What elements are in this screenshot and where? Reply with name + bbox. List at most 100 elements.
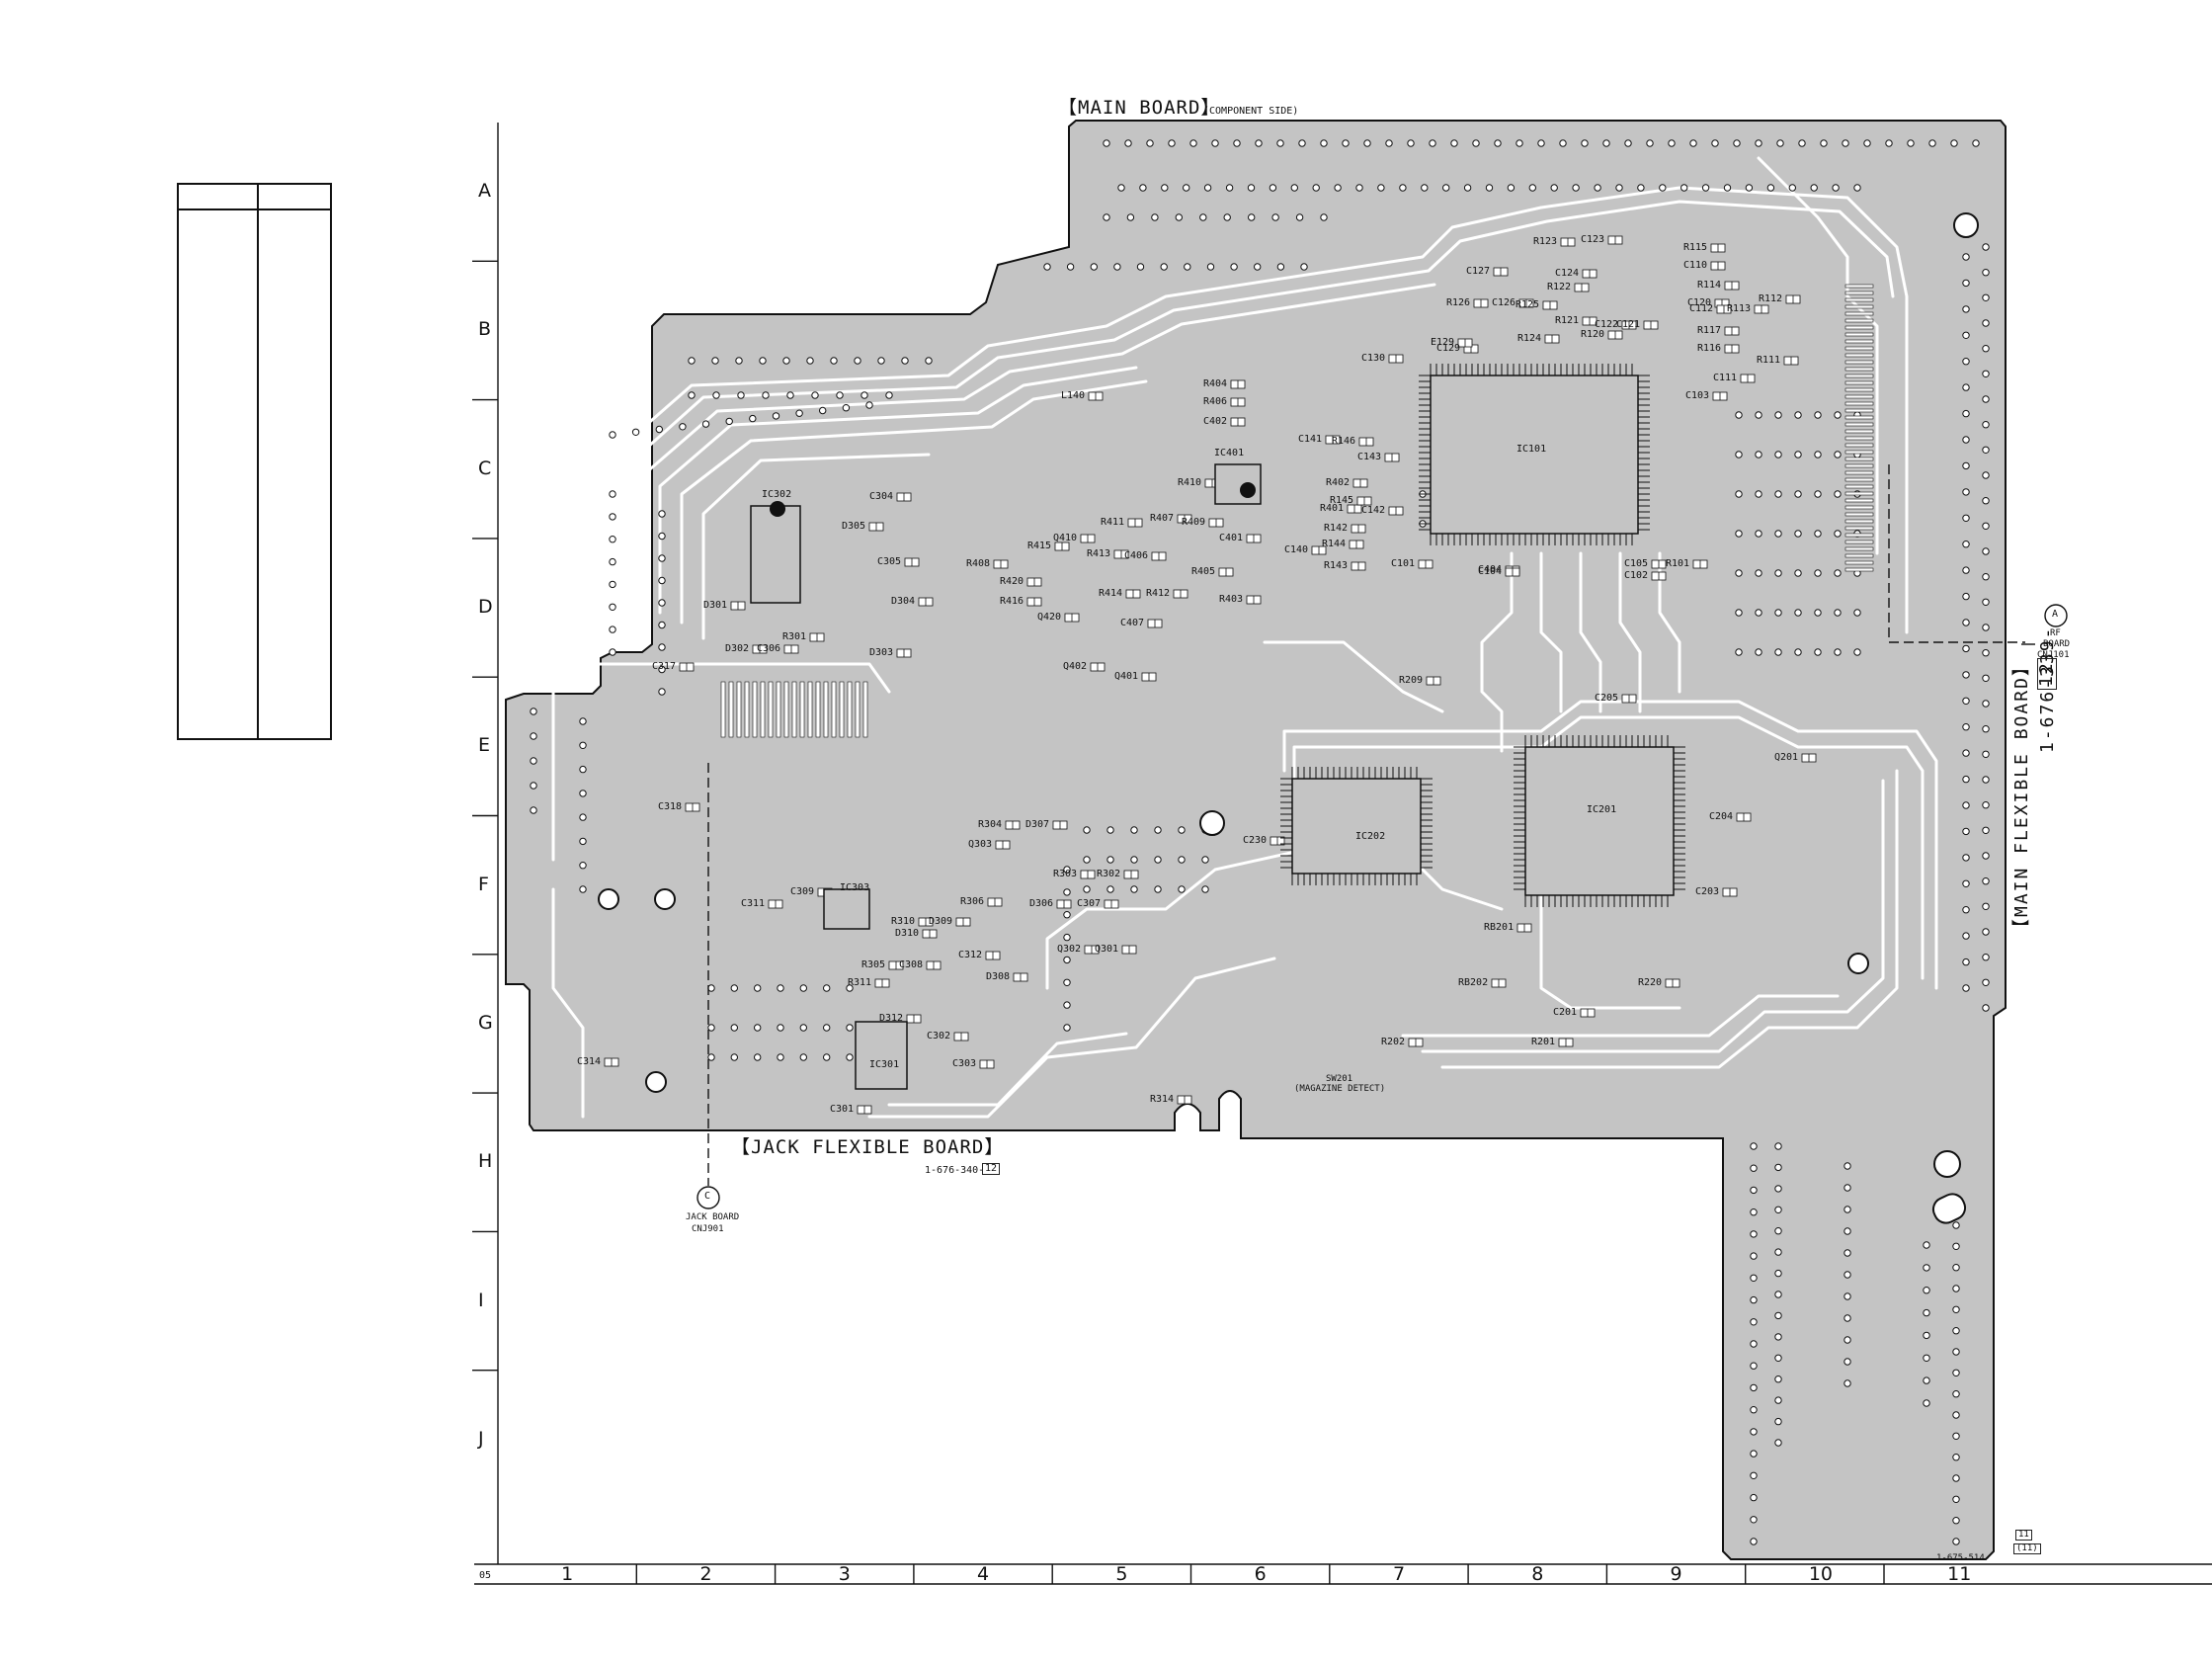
component-label-r403: R403 [1219, 594, 1244, 605]
component-label-c309: C309 [790, 886, 815, 897]
component-label-c121: C121 [1616, 319, 1641, 330]
component-label-c105: C105 [1624, 558, 1649, 569]
component-label-r405: R405 [1191, 566, 1216, 577]
board-part-no: 1-675-514- [1936, 1553, 1991, 1563]
component-label-r402: R402 [1326, 477, 1351, 488]
component-label-e129: E129 [1431, 337, 1455, 348]
rf-connector-letter: A [2052, 609, 2059, 620]
component-label-r120: R120 [1581, 329, 1605, 340]
component-label-c140: C140 [1284, 544, 1309, 555]
row-label-j: J [478, 1427, 484, 1450]
component-label-c406: C406 [1124, 550, 1149, 561]
component-label-c123: C123 [1581, 234, 1605, 245]
component-label-c143: C143 [1357, 452, 1382, 462]
component-side-label: (COMPONENT SIDE) [1203, 106, 1299, 117]
component-label-r406: R406 [1203, 396, 1228, 407]
component-label-r410: R410 [1178, 477, 1202, 488]
jack-flexible-rev: 12 [982, 1163, 1001, 1175]
ic-label-ic202: IC202 [1355, 831, 1386, 842]
component-label-q402: Q402 [1063, 661, 1088, 672]
component-label-r146: R146 [1332, 436, 1356, 447]
component-label-c102: C102 [1624, 570, 1649, 581]
column-label-7: 7 [1392, 1563, 1406, 1585]
component-label-c305: C305 [877, 556, 902, 567]
component-label-r125: R125 [1516, 299, 1540, 310]
main-flexible-board-label: 【MAIN FLEXIBLE BOARD】 [2011, 656, 2032, 937]
component-label-r416: R416 [1000, 596, 1024, 607]
component-label-c111: C111 [1713, 373, 1738, 383]
component-label-q410: Q410 [1053, 533, 1078, 543]
column-label-9: 9 [1670, 1563, 1682, 1585]
component-label-rb202: RB202 [1458, 977, 1489, 988]
component-label-d307: D307 [1025, 819, 1050, 830]
component-label-c303: C303 [952, 1058, 977, 1069]
component-label-c302: C302 [927, 1031, 951, 1042]
component-label-c311: C311 [741, 898, 766, 909]
component-label-r401: R401 [1320, 503, 1345, 514]
jack-flexible-board-label: 【JACK FLEXIBLE BOARD】 [731, 1136, 1005, 1158]
component-label-c407: C407 [1120, 618, 1145, 628]
row-label-e: E [478, 734, 491, 757]
component-label-c318: C318 [658, 801, 683, 812]
rf-dest-1: RF [2050, 628, 2061, 638]
component-label-r311: R311 [848, 977, 872, 988]
jack-connector-letter: C [704, 1191, 711, 1202]
component-label-r413: R413 [1087, 548, 1111, 559]
component-label-r145: R145 [1330, 495, 1354, 506]
component-label-r201: R201 [1531, 1037, 1556, 1047]
component-label-c304: C304 [869, 491, 894, 502]
component-label-c203: C203 [1695, 886, 1720, 897]
component-label-r101: R101 [1666, 558, 1690, 569]
component-label-r143: R143 [1324, 560, 1349, 571]
jack-board-dest: JACK BOARD [686, 1212, 740, 1222]
component-label-d301: D301 [703, 600, 728, 611]
component-label-r209: R209 [1399, 675, 1424, 686]
row-label-a: A [478, 180, 491, 203]
component-label-d305: D305 [842, 521, 866, 532]
component-label-c112: C112 [1689, 303, 1714, 314]
component-label-c205: C205 [1595, 693, 1619, 704]
ic-label-ic302: IC302 [762, 489, 792, 500]
row-label-f: F [478, 873, 489, 895]
component-label-c401: C401 [1219, 533, 1244, 543]
row-label-h: H [478, 1150, 493, 1173]
ic-packages [750, 364, 1685, 1090]
component-label-r310: R310 [891, 916, 916, 927]
component-label-c201: C201 [1553, 1007, 1578, 1018]
component-label-r115: R115 [1683, 242, 1708, 253]
component-label-r202: R202 [1381, 1037, 1406, 1047]
component-label-r409: R409 [1182, 517, 1206, 528]
component-label-r407: R407 [1150, 513, 1175, 524]
component-label-r415: R415 [1027, 541, 1052, 551]
component-label-r408: R408 [966, 558, 991, 569]
component-label-q302: Q302 [1057, 944, 1082, 955]
component-label-r113: R113 [1727, 303, 1752, 314]
component-label-r220: R220 [1638, 977, 1663, 988]
component-label-c230: C230 [1243, 835, 1268, 846]
copper-traces [551, 156, 1938, 1119]
jack-flexible-part-no: 1-676-340- [925, 1165, 985, 1176]
component-label-r404: R404 [1203, 378, 1228, 389]
board-rev-top: 11 [2015, 1530, 2032, 1541]
flex-connection-lines [696, 464, 2068, 1209]
component-label-q301: Q301 [1095, 944, 1119, 955]
column-label-5: 5 [1115, 1563, 1128, 1585]
sheet-code: 05 [479, 1570, 492, 1581]
column-label-4: 4 [977, 1563, 990, 1585]
component-label-q401: Q401 [1114, 671, 1139, 682]
component-label-c308: C308 [899, 959, 924, 970]
grid-frame [472, 123, 2212, 1585]
ic-label-ic201: IC201 [1587, 804, 1617, 815]
component-label-r144: R144 [1322, 539, 1347, 549]
component-label-q303: Q303 [968, 839, 993, 850]
component-label-c204: C204 [1709, 811, 1734, 822]
component-label-r111: R111 [1757, 355, 1781, 366]
component-label-d303: D303 [869, 647, 894, 658]
component-label-c141: C141 [1298, 434, 1323, 445]
component-label-r304: R304 [978, 819, 1003, 830]
component-label-c129: C129 [1436, 343, 1461, 354]
component-label-r117: R117 [1697, 325, 1722, 336]
component-label-rb201: RB201 [1484, 922, 1515, 933]
component-label-r126: R126 [1446, 297, 1471, 308]
component-label-c317: C317 [652, 661, 677, 672]
